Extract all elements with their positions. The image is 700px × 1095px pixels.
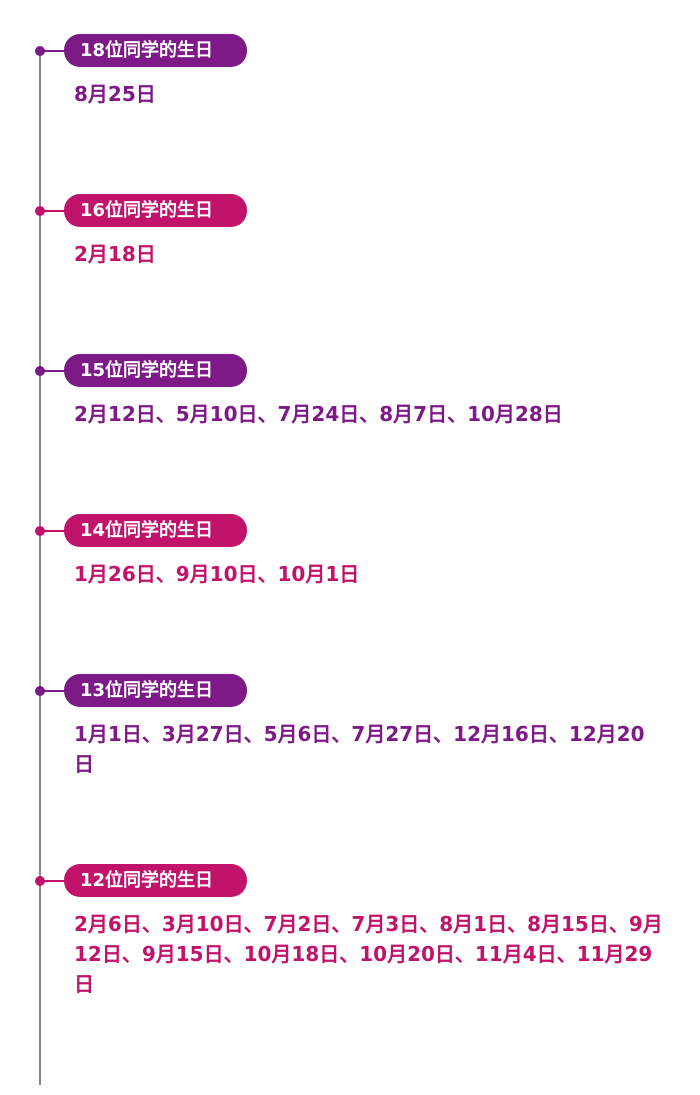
birthday-dates: 2月12日、5月10日、7月24日、8月7日、10月28日 [74,402,563,426]
birthday-dates: 2月6日、3月10日、7月2日、7月3日、8月1日、8月15日、9月12日、9月… [74,912,663,996]
count-label: 18位同学的生日 [64,34,247,67]
timeline-dot [35,876,45,886]
timeline-line [39,48,41,1085]
connector [44,210,66,212]
timeline-dot [35,366,45,376]
count-label: 15位同学的生日 [64,354,247,387]
timeline-dot [35,206,45,216]
timeline-dot [35,46,45,56]
connector [44,370,66,372]
birthday-dates: 1月1日、3月27日、5月6日、7月27日、12月16日、12月20日 [74,722,645,776]
connector [44,50,66,52]
count-label: 16位同学的生日 [64,194,247,227]
timeline-dot [35,526,45,536]
birthday-dates: 1月26日、9月10日、10月1日 [74,562,360,586]
connector [44,690,66,692]
birthday-dates: 8月25日 [74,82,156,106]
birthday-dates: 2月18日 [74,242,156,266]
timeline-dot [35,686,45,696]
connector [44,530,66,532]
count-label: 14位同学的生日 [64,514,247,547]
connector [44,880,66,882]
count-label: 12位同学的生日 [64,864,247,897]
count-label: 13位同学的生日 [64,674,247,707]
